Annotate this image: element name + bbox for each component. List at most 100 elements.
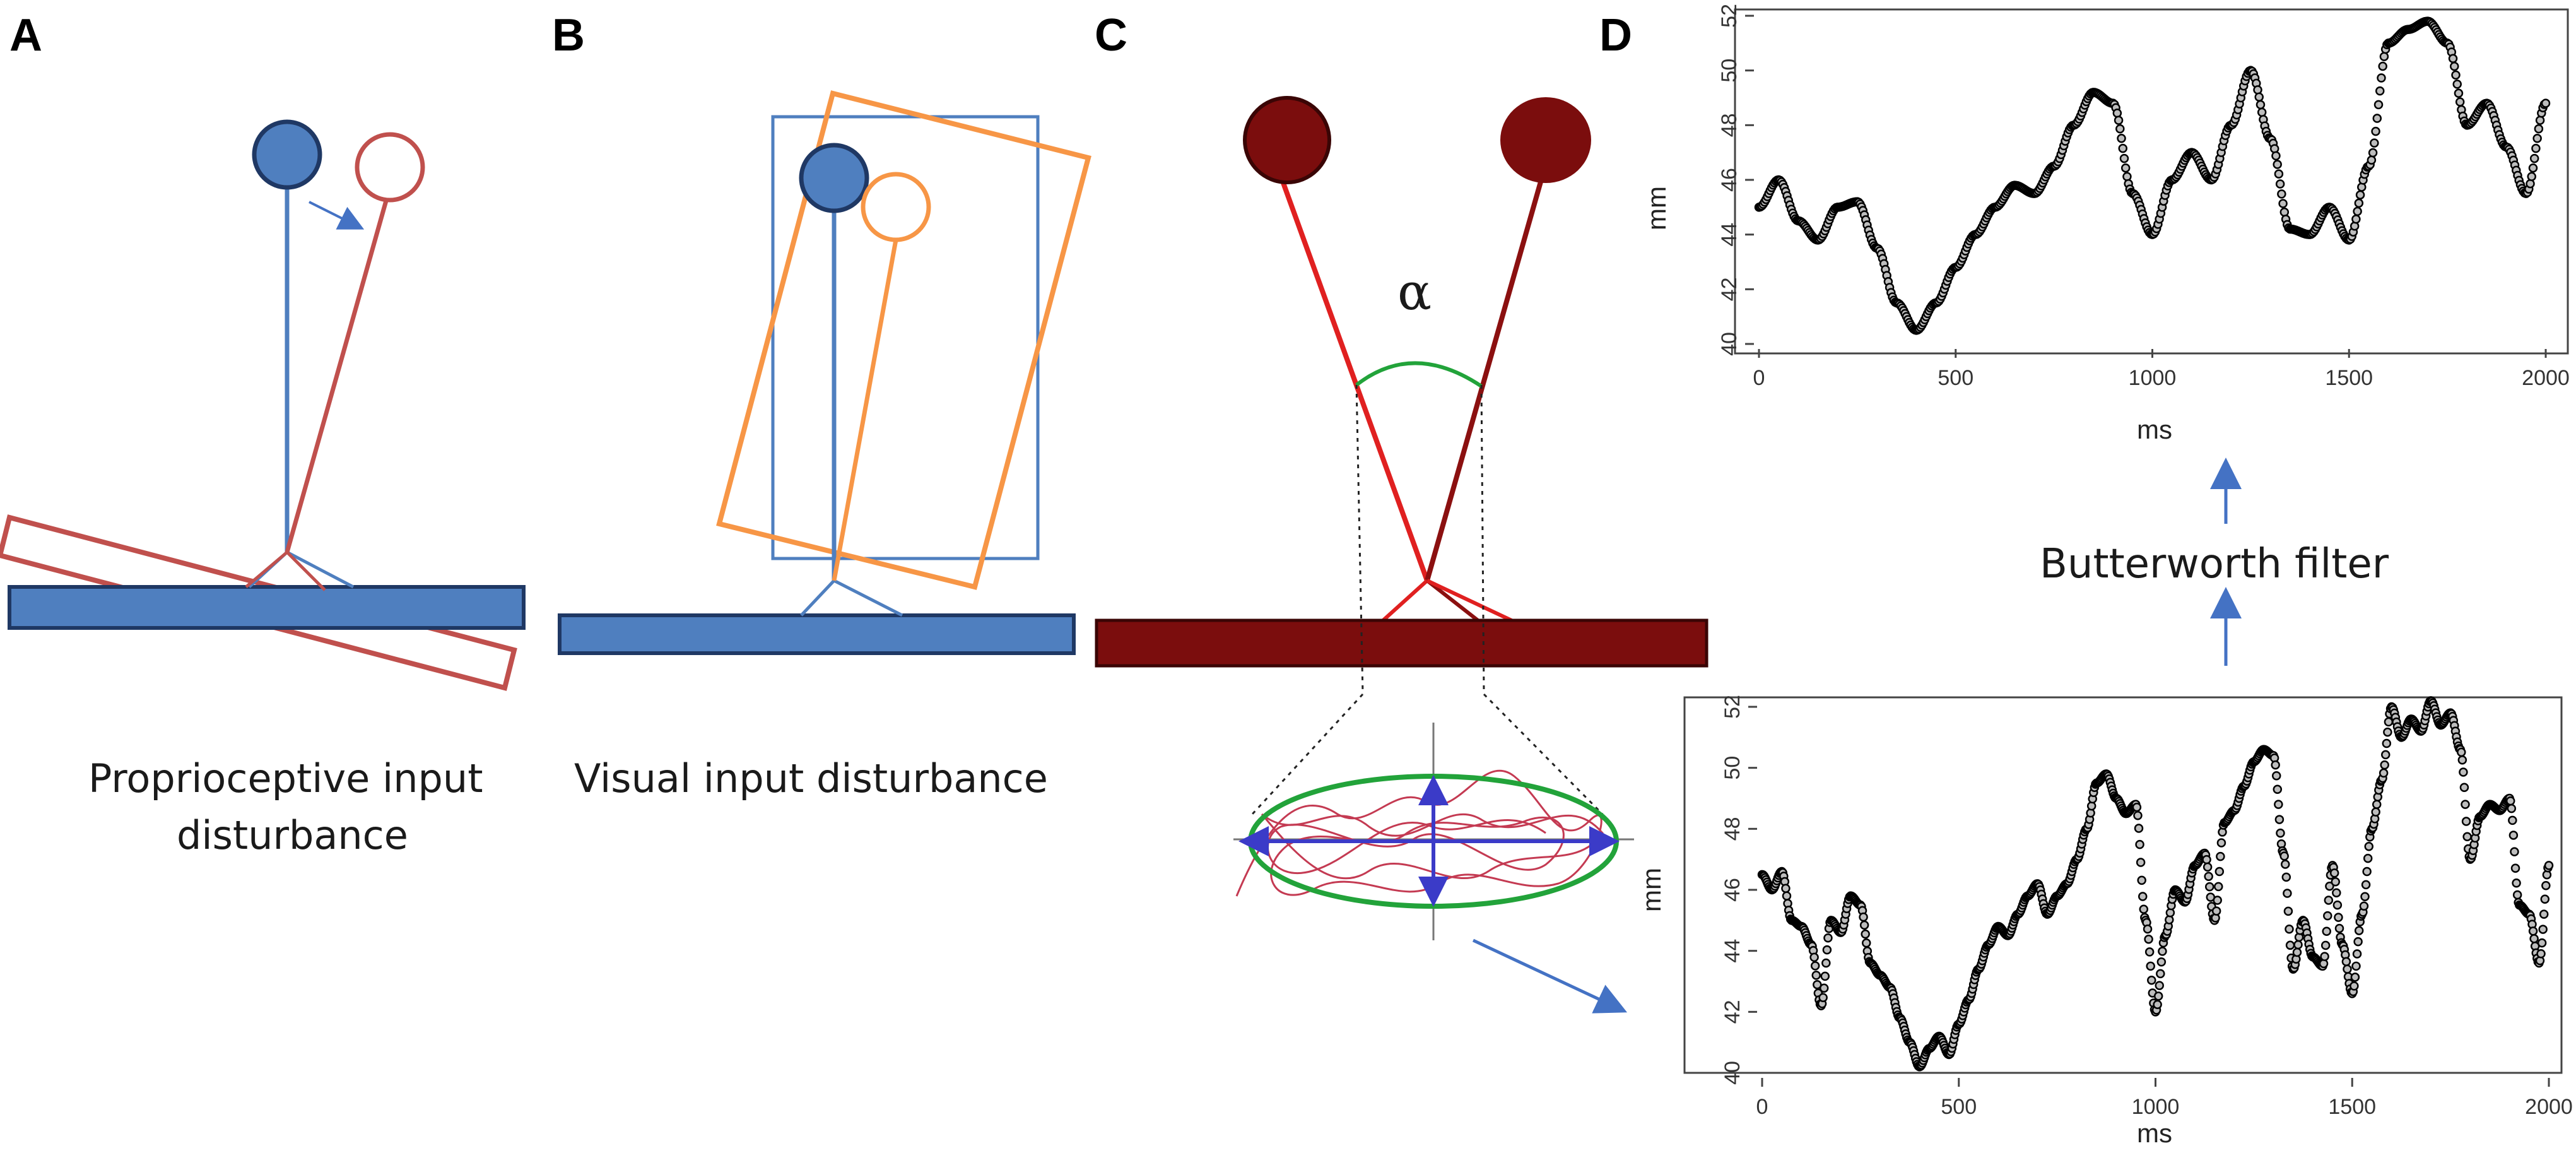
ylabel-raw: mm bbox=[1637, 868, 1666, 912]
data-point bbox=[2532, 134, 2542, 143]
data-point bbox=[2355, 190, 2365, 200]
data-point bbox=[2325, 881, 2334, 891]
y-tick-label: 42 bbox=[1717, 277, 1741, 301]
data-point bbox=[2507, 803, 2517, 813]
data-point bbox=[2529, 934, 2539, 943]
upright-figure-b bbox=[799, 143, 903, 617]
data-point bbox=[2254, 92, 2264, 102]
x-tick-label: 0 bbox=[1756, 1095, 1768, 1119]
x-tick-label: 1500 bbox=[2325, 366, 2373, 390]
visual-frame-upright bbox=[771, 115, 1040, 560]
data-point bbox=[2526, 179, 2535, 189]
data-point bbox=[2540, 894, 2550, 904]
data-point bbox=[2269, 144, 2279, 153]
y-tick-label: 48 bbox=[1720, 817, 1744, 841]
data-point bbox=[2541, 880, 2551, 890]
data-point bbox=[1859, 920, 1869, 930]
data-point bbox=[2216, 851, 2225, 861]
data-point bbox=[2462, 832, 2472, 842]
x-tick-label: 2000 bbox=[2525, 1095, 2573, 1119]
panel-letter-a: A bbox=[9, 10, 42, 61]
data-point bbox=[2153, 1000, 2162, 1010]
data-point bbox=[2380, 760, 2389, 770]
data-point bbox=[2350, 981, 2359, 991]
angle-arc bbox=[1355, 361, 1483, 388]
data-point bbox=[2364, 841, 2373, 851]
x-tick-label: 500 bbox=[1941, 1095, 1977, 1119]
data-point bbox=[2279, 207, 2290, 217]
data-point bbox=[2323, 911, 2332, 921]
data-point bbox=[2372, 800, 2382, 809]
y-tick-label: 46 bbox=[1720, 878, 1744, 902]
data-point bbox=[2454, 88, 2464, 98]
data-point bbox=[2360, 892, 2370, 902]
panel-letter-d: D bbox=[1599, 10, 1632, 61]
data-point bbox=[1782, 891, 1792, 901]
data-point bbox=[2535, 115, 2545, 125]
x-tick-label: 0 bbox=[1753, 366, 1765, 390]
data-point bbox=[2459, 783, 2469, 793]
panel-a: A Proprioceptive input disturbance bbox=[0, 10, 526, 858]
data-point bbox=[2373, 100, 2384, 110]
head-maroon-right bbox=[1500, 97, 1591, 183]
data-point bbox=[2459, 767, 2468, 777]
data-point bbox=[2158, 947, 2167, 956]
points-raw bbox=[1757, 696, 2554, 1072]
data-point bbox=[2341, 957, 2351, 966]
tilted-figure bbox=[245, 132, 425, 591]
data-point bbox=[2253, 85, 2262, 95]
data-point bbox=[2273, 160, 2282, 169]
data-point bbox=[1820, 971, 1830, 981]
head-maroon-left bbox=[1243, 96, 1331, 184]
data-point bbox=[2352, 949, 2362, 959]
data-point bbox=[2375, 86, 2385, 96]
data-point bbox=[2147, 975, 2156, 985]
data-point bbox=[2331, 877, 2341, 887]
data-point bbox=[2120, 163, 2131, 173]
data-point bbox=[2285, 924, 2294, 934]
data-point bbox=[2122, 172, 2132, 181]
data-point bbox=[2273, 784, 2283, 795]
data-point bbox=[2544, 861, 2554, 870]
data-point bbox=[2334, 913, 2343, 922]
data-point bbox=[1861, 929, 1870, 939]
data-point bbox=[2204, 872, 2213, 881]
data-point bbox=[1781, 884, 1791, 893]
data-point bbox=[2156, 957, 2167, 967]
data-point bbox=[2384, 717, 2394, 727]
data-point bbox=[2372, 114, 2382, 123]
data-point bbox=[2285, 940, 2295, 950]
y-tick-label: 52 bbox=[1720, 695, 1744, 719]
data-point bbox=[2112, 109, 2122, 118]
data-point bbox=[2271, 151, 2281, 161]
data-point bbox=[2139, 904, 2149, 914]
y-tick-label: 44 bbox=[1717, 223, 1741, 247]
head-blue-b bbox=[799, 143, 869, 213]
data-point bbox=[2379, 52, 2389, 61]
data-point bbox=[1823, 933, 1833, 943]
data-point bbox=[2118, 143, 2127, 153]
data-point bbox=[2279, 851, 2289, 861]
data-point bbox=[2213, 896, 2222, 905]
data-point bbox=[2281, 872, 2291, 882]
data-point bbox=[2537, 938, 2547, 948]
data-point bbox=[2274, 815, 2285, 824]
data-point bbox=[2117, 134, 2126, 143]
data-point bbox=[2378, 61, 2387, 71]
head-red-outline bbox=[355, 132, 425, 203]
data-point bbox=[2353, 937, 2363, 947]
data-point bbox=[2528, 163, 2538, 173]
points-filtered bbox=[1754, 16, 2551, 335]
data-point bbox=[2541, 98, 2551, 108]
data-point bbox=[2332, 900, 2343, 910]
plot-frame-raw bbox=[1683, 696, 2563, 1074]
data-point bbox=[2451, 70, 2461, 80]
data-point bbox=[2382, 738, 2392, 748]
data-point bbox=[2277, 189, 2286, 199]
